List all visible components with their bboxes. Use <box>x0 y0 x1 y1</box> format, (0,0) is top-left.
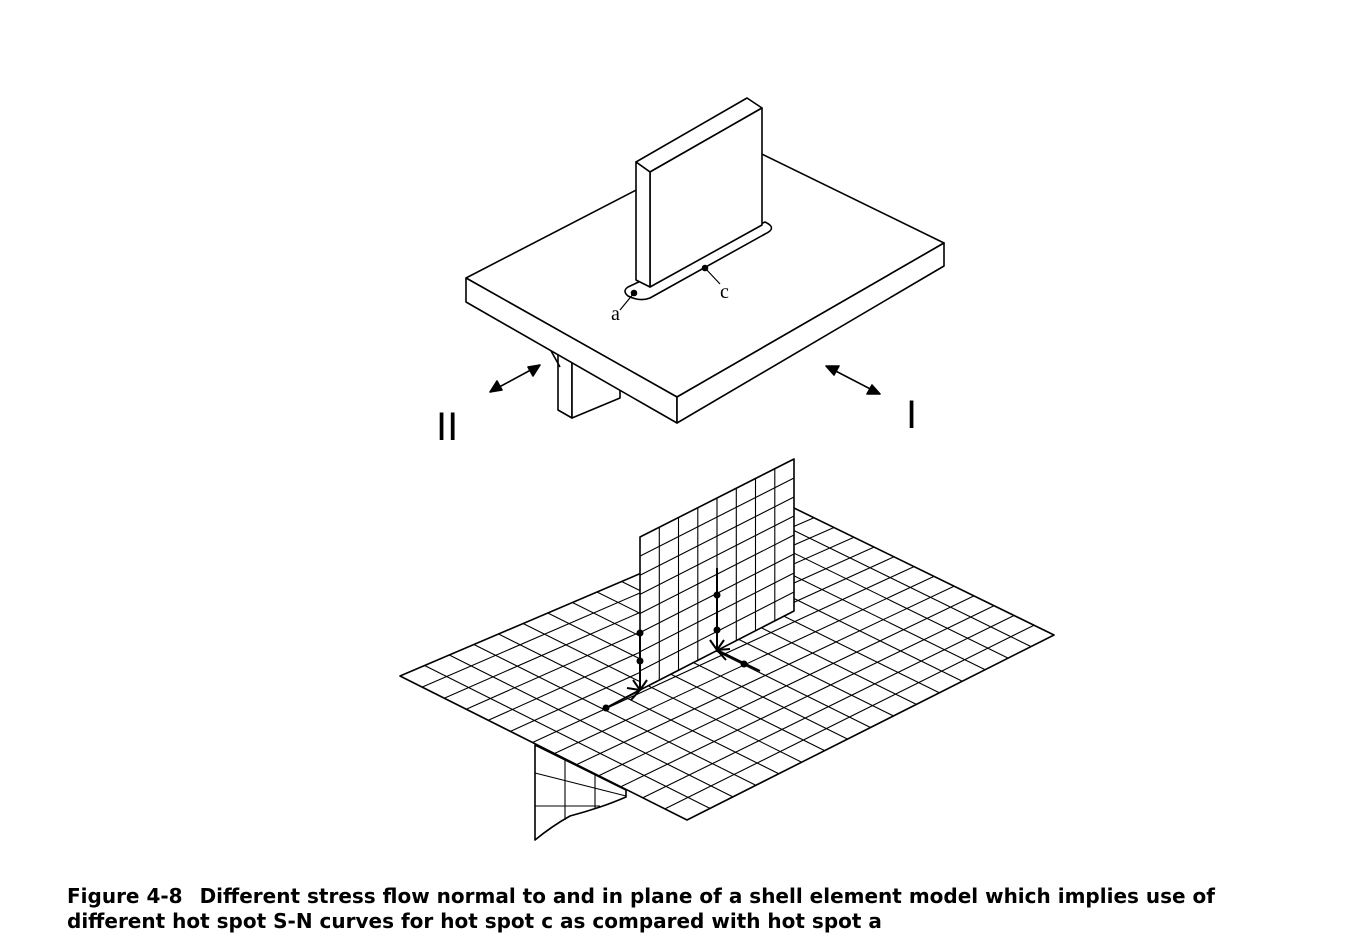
wall-mesh-line <box>639 496 795 576</box>
hot-spot-c-label: c <box>720 281 729 303</box>
plate-mesh-line <box>576 585 955 766</box>
shell-stiffener-mesh <box>534 744 627 841</box>
solid-model-drawing <box>465 97 945 424</box>
plate-mesh-line <box>424 665 711 809</box>
plate-mesh-line <box>572 602 848 740</box>
wall-mesh-line <box>639 515 795 595</box>
plate-mesh-line <box>532 566 915 743</box>
plate-mesh-line <box>473 644 757 786</box>
shell-element-model-drawing <box>399 458 1055 841</box>
attachment-plate <box>635 97 763 288</box>
hot-spot-a-stress-path <box>602 629 648 712</box>
plate-mesh-line <box>664 624 1035 810</box>
plate-mesh-line <box>449 654 734 798</box>
plate-mesh-line <box>522 623 802 763</box>
figure-caption: Figure 4-8 Different stress flow normal … <box>67 884 1337 934</box>
plate-mesh-line <box>642 615 1015 799</box>
hot-spot-a-leader <box>619 292 635 311</box>
hot-spot-c-leader <box>704 267 721 285</box>
figure-caption-line-1: Different stress flow normal to and in p… <box>199 884 1215 908</box>
plate-mesh-line <box>547 612 825 752</box>
wall-mesh-line <box>639 477 795 557</box>
plate-mesh-line <box>620 605 995 788</box>
hot-spot-a-label: a <box>611 303 620 325</box>
direction-I-arrow <box>825 365 881 395</box>
figure-drawing: a c II I <box>399 97 1055 841</box>
hot-spot-a-marker <box>630 289 638 297</box>
plate-mesh-line <box>769 518 1032 648</box>
direction-II-label: II <box>436 405 458 449</box>
hot-spot-c-marker <box>701 264 709 272</box>
direction-I-label: I <box>906 393 917 437</box>
figure-caption-label: Figure 4-8 <box>67 884 183 908</box>
hot-spot-c-stress-path <box>709 568 761 672</box>
plate-mesh-line <box>598 595 975 777</box>
plate-mesh-line <box>498 633 780 775</box>
direction-II-arrow <box>489 364 541 393</box>
figure-caption-line-2: different hot spot S-N curves for hot sp… <box>67 909 882 933</box>
